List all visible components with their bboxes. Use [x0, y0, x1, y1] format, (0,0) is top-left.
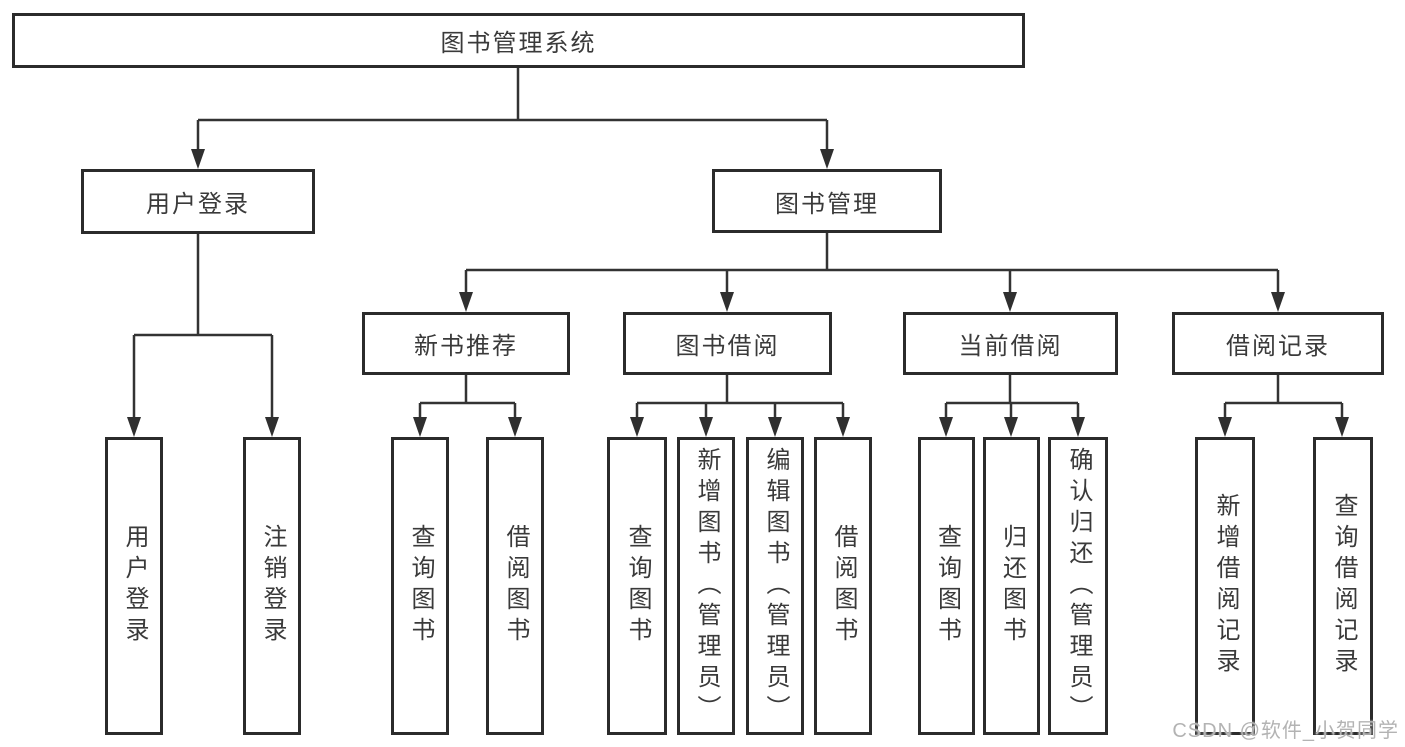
leaf-return-book: 归还图书 — [983, 437, 1040, 735]
node-book-management: 图书管理 — [712, 169, 942, 233]
leaf-query-book-borrow: 查询图书 — [607, 437, 667, 735]
watermark: CSDN @软件_小贺同学 — [1172, 720, 1399, 742]
leaf-add-book-admin: 新增图书（管理员） — [677, 437, 735, 735]
leaf-logout-login: 注销登录 — [243, 437, 301, 735]
leaf-borrow-book-recommend: 借阅图书 — [486, 437, 544, 735]
leaf-query-book-recommend: 查询图书 — [391, 437, 449, 735]
node-borrow-record: 借阅记录 — [1172, 312, 1384, 375]
node-book-borrow: 图书借阅 — [623, 312, 832, 375]
leaf-borrow-book: 借阅图书 — [814, 437, 872, 735]
leaf-confirm-return-admin: 确认归还（管理员） — [1048, 437, 1108, 735]
leaf-edit-book-admin: 编辑图书（管理员） — [746, 437, 804, 735]
leaf-add-borrow-record: 新增借阅记录 — [1195, 437, 1255, 735]
node-current-borrow: 当前借阅 — [903, 312, 1118, 375]
node-user-login: 用户登录 — [81, 169, 315, 234]
node-library-management-system: 图书管理系统 — [12, 13, 1025, 68]
leaf-user-login: 用户登录 — [105, 437, 163, 735]
leaf-query-book-current: 查询图书 — [918, 437, 975, 735]
node-new-book-recommend: 新书推荐 — [362, 312, 570, 375]
leaf-query-borrow-record: 查询借阅记录 — [1313, 437, 1373, 735]
